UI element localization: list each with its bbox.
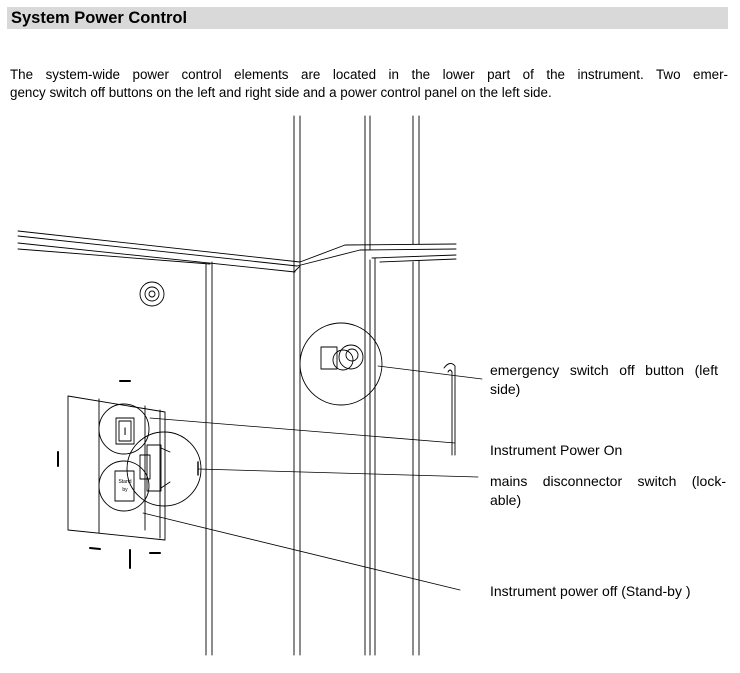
left-panel-post	[205, 261, 213, 656]
intro-paragraph: The system-wide power control elements a…	[10, 66, 728, 102]
top-frame-rail-right	[296, 243, 457, 267]
callout-power-off: Instrument power off (Stand-by )	[490, 582, 691, 601]
callout-leader-lines	[142, 365, 483, 591]
top-frame-rail-left	[17, 230, 301, 273]
right-column	[412, 115, 420, 656]
callout-emergency-switch: emergency switch off button (left side)	[490, 361, 718, 399]
section-header: System Power Control	[7, 7, 728, 29]
power-on-button-detail	[98, 403, 150, 455]
power-control-panel	[57, 380, 199, 569]
standby-glyph-line-1: Stand	[118, 479, 131, 485]
intro-line-2: gency switch off buttons on the left and…	[10, 85, 552, 100]
center-column	[293, 115, 376, 656]
emergency-button-detail-circle	[299, 322, 383, 406]
callout-power-on-line-1: Instrument Power On	[490, 442, 623, 458]
standby-button-detail	[98, 460, 150, 512]
right-side-handle	[443, 363, 456, 456]
section-title: System Power Control	[11, 9, 188, 27]
standby-glyph-line-2: by	[122, 487, 128, 493]
callout-power-off-line-1: Instrument power off (Stand-by )	[490, 583, 691, 599]
panel-screw	[139, 281, 165, 307]
callout-emergency-line-1: emergency switch off button (left	[490, 362, 718, 378]
power-on-glyph: I	[123, 426, 126, 438]
callout-mains-switch: mains disconnector switch (lock- able)	[490, 472, 726, 510]
callout-power-on: Instrument Power On	[490, 441, 622, 460]
mains-switch-detail	[126, 431, 202, 507]
callout-emergency-line-2: side)	[490, 381, 521, 397]
callout-mains-line-2: able)	[490, 492, 522, 508]
intro-line-1: The system-wide power control elements a…	[10, 67, 728, 82]
callout-mains-line-1: mains disconnector switch (lock-	[490, 473, 726, 489]
